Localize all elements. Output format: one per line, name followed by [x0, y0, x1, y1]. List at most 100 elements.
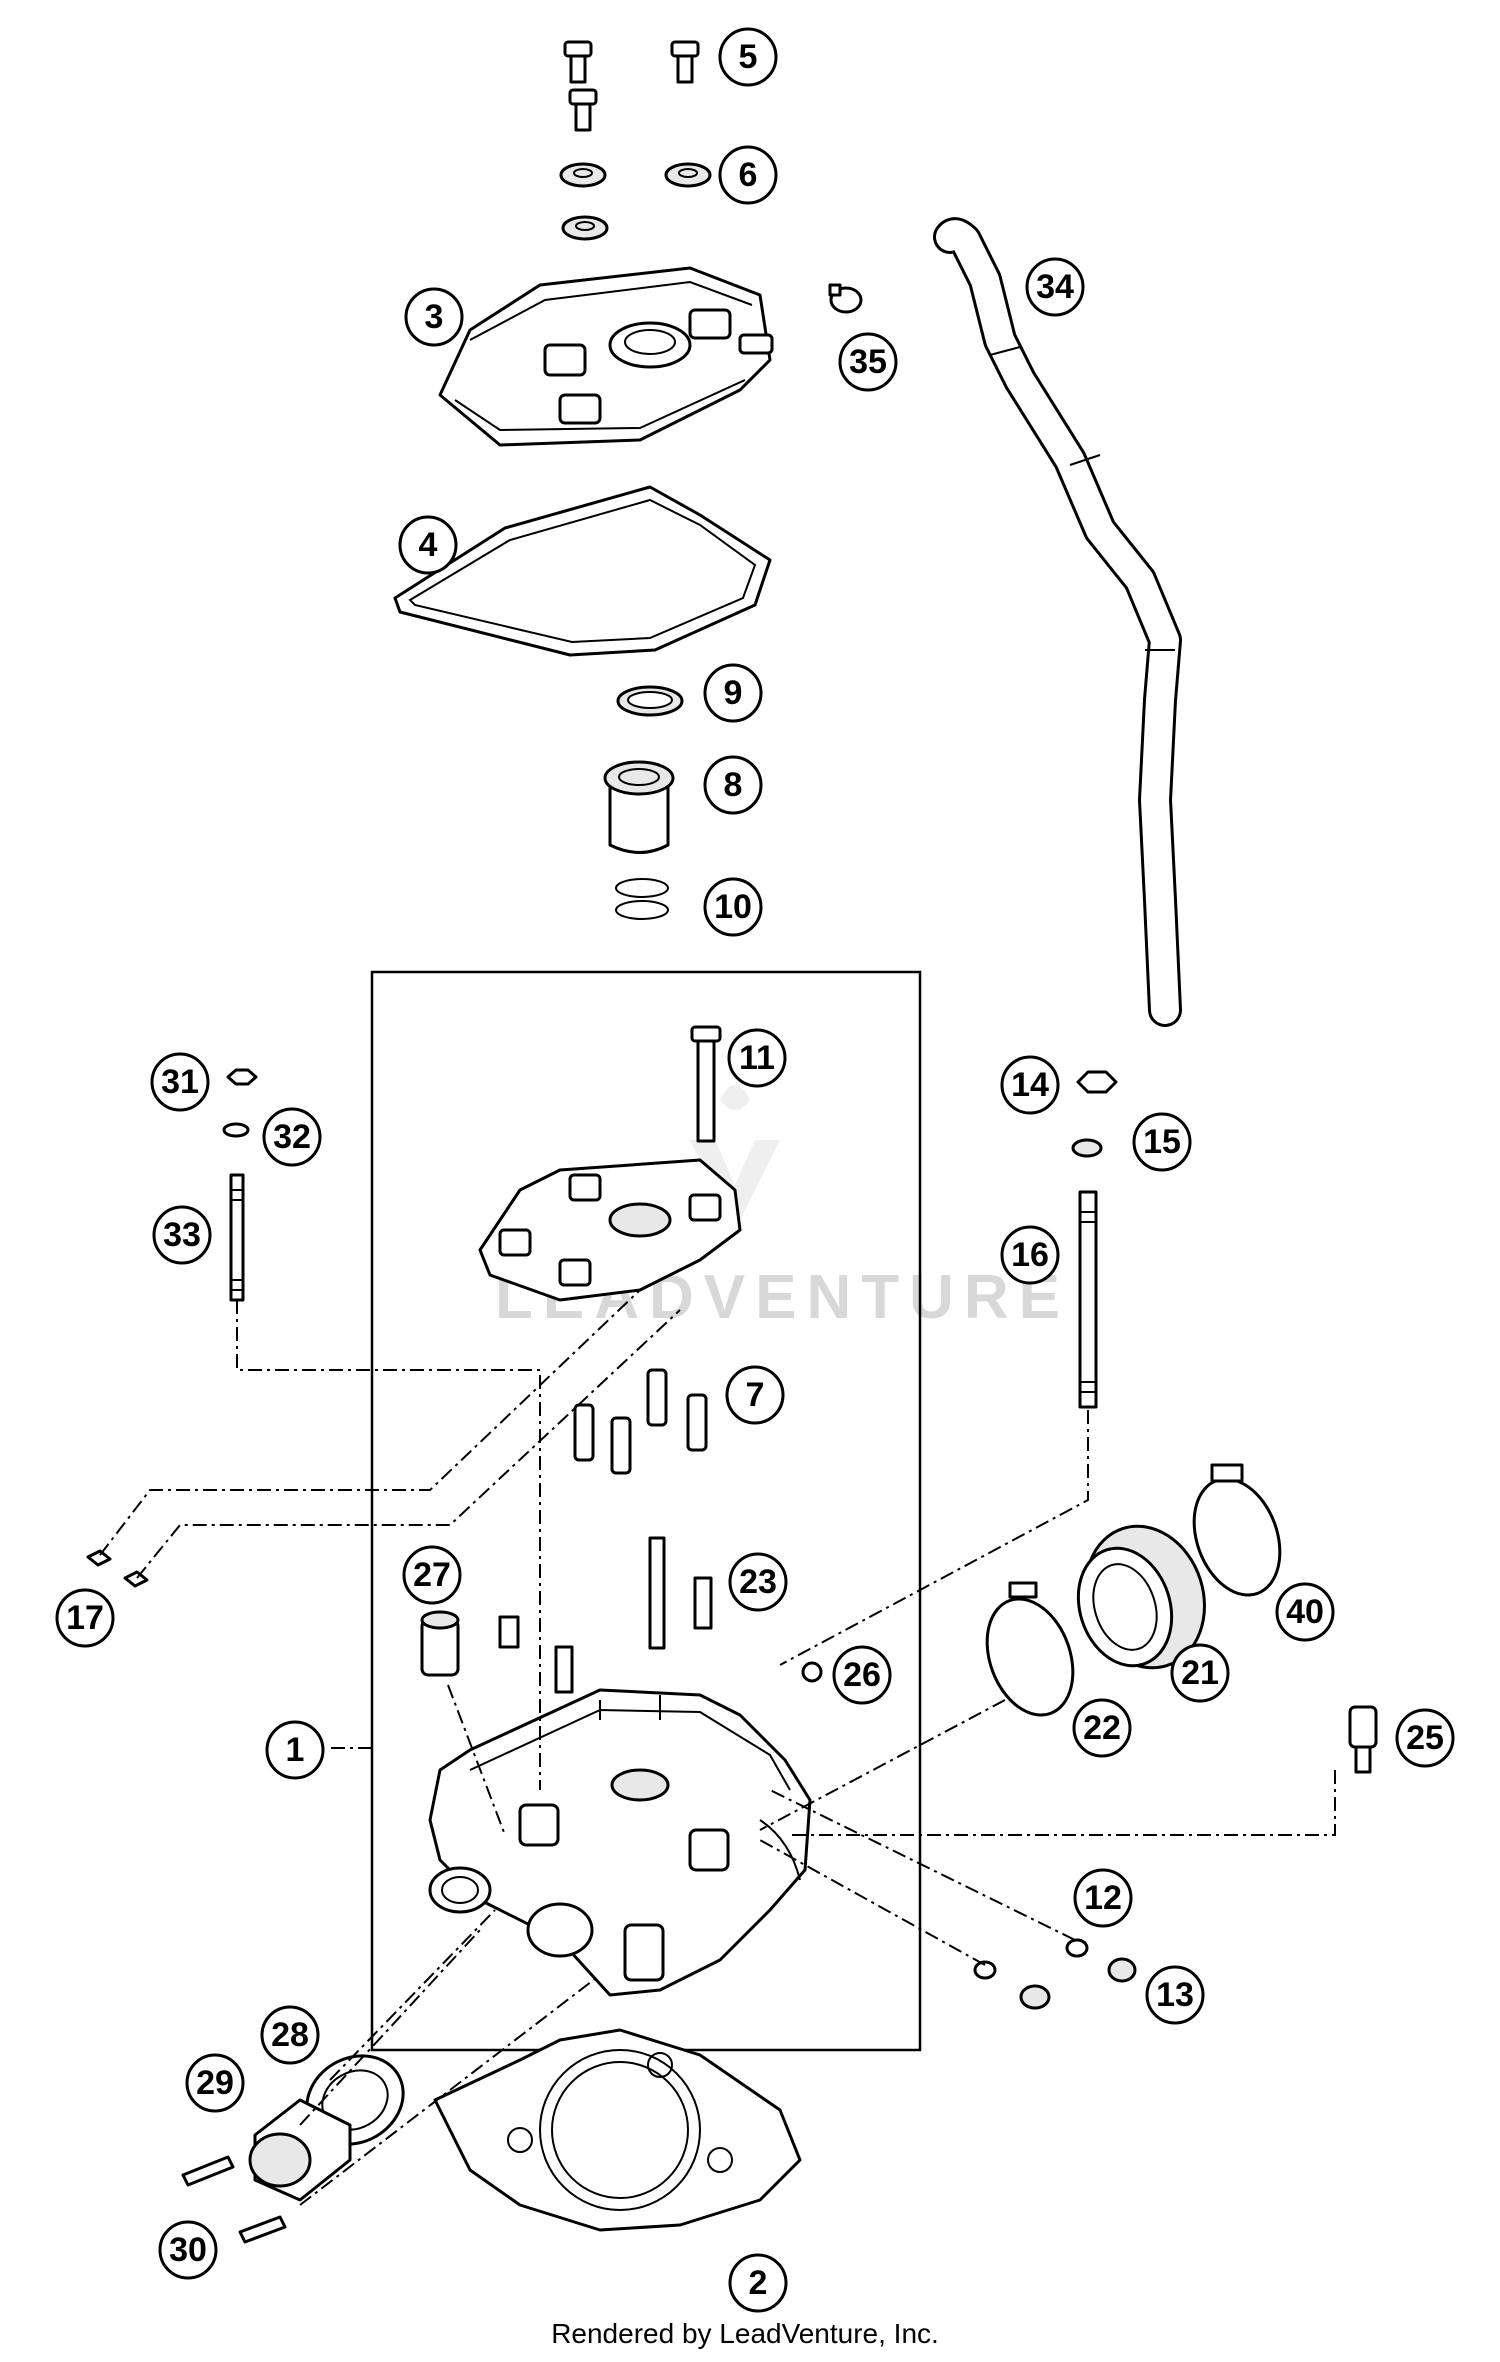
callout-35: 35	[838, 332, 898, 392]
bolt-11	[690, 1025, 722, 1143]
callout-label: 29	[196, 2064, 234, 2102]
callout-label: 17	[66, 1599, 104, 1637]
insert-27	[420, 1610, 460, 1677]
leader-lines	[99, 1289, 1336, 2206]
callout-11: 11	[727, 1028, 787, 1088]
callout-label: 22	[1083, 1709, 1121, 1747]
washer-6	[559, 162, 712, 241]
breather-hose-34	[933, 217, 1182, 1027]
callout-9: 9	[703, 663, 763, 723]
washer-15	[1071, 1138, 1103, 1158]
temperature-sensor-25	[1348, 1705, 1378, 1774]
callout-label: 9	[724, 674, 743, 712]
callout-23: 23	[728, 1552, 788, 1612]
callout-label: 15	[1143, 1123, 1181, 1161]
callout-label: 28	[271, 2016, 309, 2054]
stud-33	[229, 1173, 245, 1302]
callout-10: 10	[703, 877, 763, 937]
gasket-4	[393, 485, 772, 657]
callout-label: 16	[1011, 1236, 1049, 1274]
callout-26: 26	[832, 1645, 892, 1705]
callout-label: 1	[286, 1731, 305, 1769]
callout-21: 21	[1170, 1643, 1230, 1703]
callout-33: 33	[152, 1205, 212, 1265]
callout-label: 6	[739, 156, 758, 194]
callout-40: 40	[1275, 1582, 1335, 1642]
camshaft-carrier	[478, 1158, 742, 1302]
head-gasket-2	[433, 2028, 802, 2232]
callout-4: 4	[398, 515, 458, 575]
callout-31: 31	[150, 1052, 210, 1112]
callout-15: 15	[1132, 1112, 1192, 1172]
callout-28: 28	[260, 2005, 320, 2065]
callout-1: 1	[265, 1720, 325, 1780]
washer-side	[973, 1960, 997, 1980]
callout-label: 5	[739, 38, 758, 76]
callout-label: 2	[749, 2264, 768, 2302]
callout-6: 6	[718, 145, 778, 205]
spark-plug-tube-8	[603, 760, 675, 854]
callout-label: 10	[714, 888, 752, 926]
callout-13: 13	[1145, 1965, 1205, 2025]
callout-label: 35	[849, 343, 887, 381]
callout-14: 14	[1000, 1055, 1060, 1115]
callout-label: 7	[746, 1376, 765, 1414]
intake-manifold-21	[1076, 1524, 1206, 1670]
callout-label: 11	[739, 1039, 775, 1077]
callout-30: 30	[158, 2220, 218, 2280]
dowel-pin-23	[498, 1536, 713, 1694]
hose-clamp-35	[828, 283, 863, 314]
callout-34: 34	[1025, 257, 1085, 317]
callout-label: 33	[163, 1216, 201, 1254]
plug-26	[801, 1661, 823, 1683]
callout-22: 22	[1072, 1698, 1132, 1758]
nut-14	[1076, 1070, 1118, 1094]
o-ring-10	[615, 878, 669, 920]
valve-cover-3	[438, 266, 774, 447]
clamp-40	[1192, 1463, 1282, 1597]
callout-7: 7	[725, 1365, 785, 1425]
callout-label: 25	[1406, 1719, 1444, 1757]
bolt-5	[563, 40, 700, 132]
callout-12: 12	[1073, 1868, 1133, 1928]
callout-label: 21	[1181, 1654, 1219, 1692]
callout-label: 14	[1011, 1066, 1049, 1104]
plug-17a	[86, 1549, 112, 1567]
watermark-logo	[690, 1085, 780, 1230]
callout-label: 31	[161, 1063, 199, 1101]
valve-guide-7	[573, 1368, 708, 1475]
callout-label: 13	[1156, 1976, 1194, 2014]
callout-17: 17	[55, 1588, 115, 1648]
callout-label: 34	[1036, 268, 1074, 306]
callout-16: 16	[1000, 1225, 1060, 1285]
callout-32: 32	[262, 1107, 322, 1167]
nut-31	[226, 1068, 258, 1086]
callout-label: 32	[273, 1118, 311, 1156]
callout-29: 29	[185, 2053, 245, 2113]
screw-side	[1019, 1984, 1051, 2010]
screw-13	[1107, 1957, 1137, 1983]
callout-label: 30	[169, 2231, 207, 2269]
callout-label: 26	[843, 1656, 881, 1694]
washer-12	[1065, 1938, 1089, 1958]
credit-text: Rendered by LeadVenture, Inc.	[551, 2318, 939, 2349]
callout-label: 27	[413, 1556, 451, 1594]
callout-label: 23	[739, 1563, 777, 1601]
callout-27: 27	[402, 1545, 462, 1605]
plug-17b	[123, 1570, 149, 1588]
clamp-22	[985, 1581, 1075, 1717]
washer-32	[222, 1122, 250, 1138]
callout-3: 3	[404, 287, 464, 347]
callout-label: 4	[419, 526, 438, 564]
callout-25: 25	[1395, 1708, 1455, 1768]
callout-5: 5	[718, 27, 778, 87]
callout-label: 3	[425, 298, 444, 336]
callout-label: 12	[1084, 1879, 1122, 1917]
callout-label: 40	[1286, 1593, 1324, 1631]
exhaust-flange-29	[248, 2098, 352, 2202]
callout-8: 8	[703, 755, 763, 815]
bolt-30	[181, 2155, 287, 2244]
callout-label: 8	[724, 766, 743, 804]
stud-16	[1078, 1190, 1098, 1409]
